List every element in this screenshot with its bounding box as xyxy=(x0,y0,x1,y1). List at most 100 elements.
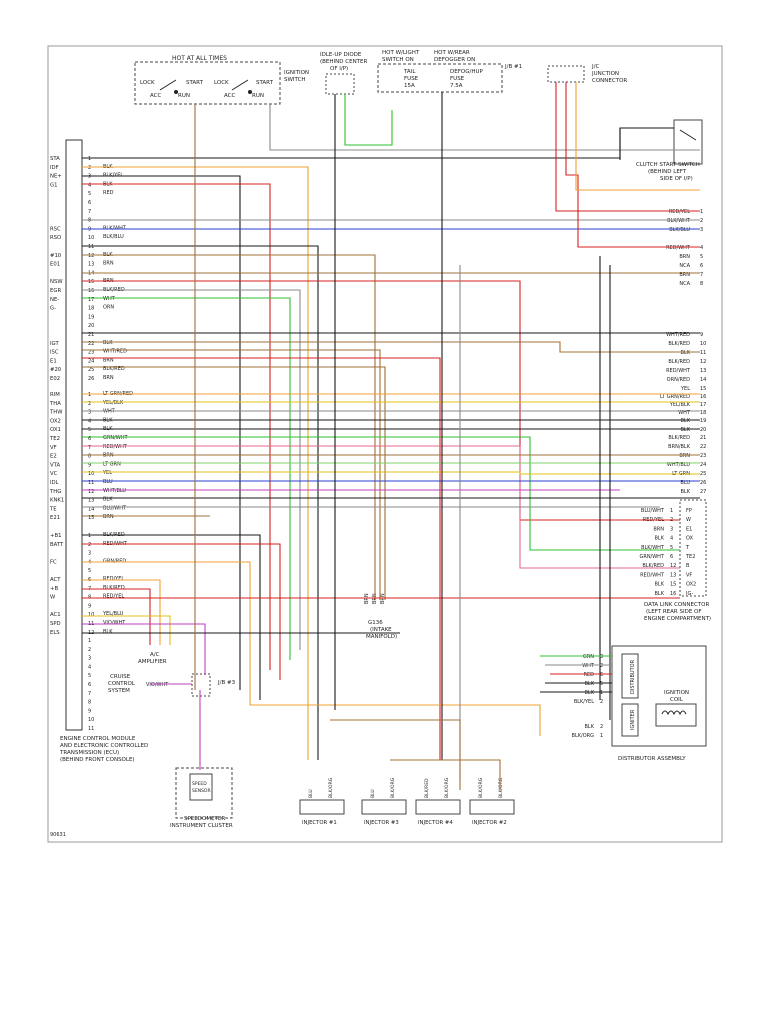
speed-sensor-label-2: SENSOR xyxy=(192,788,211,794)
right-pin-number: 18 xyxy=(700,410,706,416)
ecu-terminal-name: #10 xyxy=(50,253,62,259)
hot-w-rear-label-2: DEFOGGER ON xyxy=(434,57,475,63)
ignition-coil-label: IGNITION xyxy=(664,690,689,696)
ecu-wire-label: WHT xyxy=(103,409,116,415)
distributor-pin-number: 1 xyxy=(600,690,603,696)
wire-routing xyxy=(82,82,700,790)
ecu-terminal-name: ISC xyxy=(50,350,59,356)
ecu-wire-label: BLK xyxy=(103,497,113,503)
ecu-pin-number: 5 xyxy=(88,427,91,433)
right-wire-label: WHT/BLU xyxy=(667,462,690,468)
right-pin-number: 12 xyxy=(700,359,706,365)
wire xyxy=(82,615,171,645)
right-pin-number: 3 xyxy=(700,227,703,233)
speedometer: SPEED SENSOR SPEEDOMETER INSTRUMENT CLUS… xyxy=(170,767,233,829)
ecu-terminal-name: OX1 xyxy=(50,427,61,433)
right-wire-label: RED/WHT xyxy=(666,245,691,251)
ecu-pin-number: 20 xyxy=(88,323,94,329)
distributor-pin-number: 2 xyxy=(600,663,603,669)
igniter-label: IGNITER xyxy=(630,709,636,730)
ecu-pin-number: 21 xyxy=(88,332,94,338)
right-pin-number: 24 xyxy=(700,462,706,468)
right-pin-number: 26 xyxy=(700,480,706,486)
wire xyxy=(82,166,309,760)
wire xyxy=(82,297,291,660)
right-wire-label: BRN xyxy=(679,272,690,278)
ecu-pin-number: 5 xyxy=(88,191,91,197)
right-wire-label: BRN xyxy=(679,254,690,260)
tail-fuse-label: TAIL xyxy=(403,69,416,75)
ecu-pin-number: 1 xyxy=(88,392,91,398)
ecu-pin-number: 5 xyxy=(88,673,91,679)
ecu-terminal-name: #20 xyxy=(50,367,62,373)
datalink-pin-number: 13 xyxy=(670,572,676,578)
right-pin-number: 10 xyxy=(700,341,706,347)
wire xyxy=(390,759,501,790)
distributor-wire-label: WHT xyxy=(582,663,595,669)
ecu-pin-number: 7 xyxy=(88,209,91,215)
distributor-wire-label: GRN xyxy=(583,654,594,660)
ecu-wire-label: BRN xyxy=(103,514,114,520)
ecu-pin-number: 12 xyxy=(88,489,94,495)
ecu-wire-label: YEL/BLK xyxy=(102,400,124,406)
ecu-wire-label: BRN xyxy=(103,375,114,381)
ecu-pin-number: 8 xyxy=(88,700,91,706)
ecu-pin-number: 4 xyxy=(88,664,91,670)
datalink-terminal: TE2 xyxy=(685,554,695,560)
injector-wire-2: BLK/ORG xyxy=(328,777,334,798)
ecu-wire-label: RED/YEL xyxy=(103,594,124,600)
ecu-terminal-name: RIM xyxy=(50,392,60,398)
ecu-wire-label: LT GRN xyxy=(103,461,121,467)
right-pin-number: 17 xyxy=(700,402,706,408)
hot-at-all-times-label: HOT AT ALL TIMES xyxy=(172,55,227,62)
wire xyxy=(82,245,319,760)
injector-wire-1: BLK/RED xyxy=(424,778,430,798)
wire xyxy=(575,82,700,191)
right-pin-number: 19 xyxy=(700,418,706,424)
wire xyxy=(82,175,241,690)
datalink-terminal: VF xyxy=(686,572,692,578)
ecu-pin-number: 1 xyxy=(88,156,91,162)
distributor-pin-number: 2 xyxy=(600,724,603,730)
right-wire-label: BLK/RED xyxy=(668,359,690,365)
wire xyxy=(82,534,261,700)
ecu-terminal-name: E21 xyxy=(50,515,60,521)
right-pin-number: 15 xyxy=(700,386,706,392)
right-wire-label: ORN/RED xyxy=(667,377,690,383)
right-pin-number: 13 xyxy=(700,368,706,374)
ecu-terminal-name: IDL xyxy=(50,480,59,486)
injector-label: INJECTOR #3 xyxy=(364,820,399,826)
right-wire-label: BLK xyxy=(681,350,691,356)
ecu-terminal-name: THW xyxy=(49,410,63,416)
right-pin-number: 5 xyxy=(700,254,703,260)
cruise-label-2: CONTROL xyxy=(108,681,136,687)
datalink-terminal: OX2 xyxy=(686,582,696,588)
ecu-pin-number: 10 xyxy=(88,717,94,723)
ecu-pin-number: 2 xyxy=(88,401,91,407)
idle-up-label: IDLE-UP DIODE xyxy=(320,52,362,58)
right-wire-label: BLK xyxy=(681,427,691,433)
ecu-wire-label: WHT/RED xyxy=(103,349,127,355)
right-pin-number: 21 xyxy=(700,435,706,441)
ecu-wire-label: VIO/WHT xyxy=(103,620,126,626)
ecu-terminal-name: EGR xyxy=(50,288,61,294)
wire xyxy=(82,543,281,680)
hot-w-light-label-2: SWITCH ON xyxy=(382,57,414,63)
ecu-pin-number: 7 xyxy=(88,691,91,697)
datalink-terminal: OX xyxy=(686,536,694,542)
right-pin-number: 1 xyxy=(700,209,703,215)
datalink-wire-label: BRN xyxy=(653,526,664,532)
tail-fuse-label-3: 15A xyxy=(404,83,415,89)
ecu-wire-label: YEL xyxy=(102,470,112,476)
ecu-pin-number: 8 xyxy=(88,218,91,224)
wire xyxy=(82,436,680,551)
jc-label: J/C xyxy=(591,64,599,70)
ecu-pin-number: 26 xyxy=(88,376,94,382)
ecu-terminal-name: STA xyxy=(50,156,60,162)
right-pin-number: 22 xyxy=(700,444,706,450)
injector-wire-2: BLK/ORG xyxy=(390,777,396,798)
right-wire-label: NCA xyxy=(679,281,690,287)
